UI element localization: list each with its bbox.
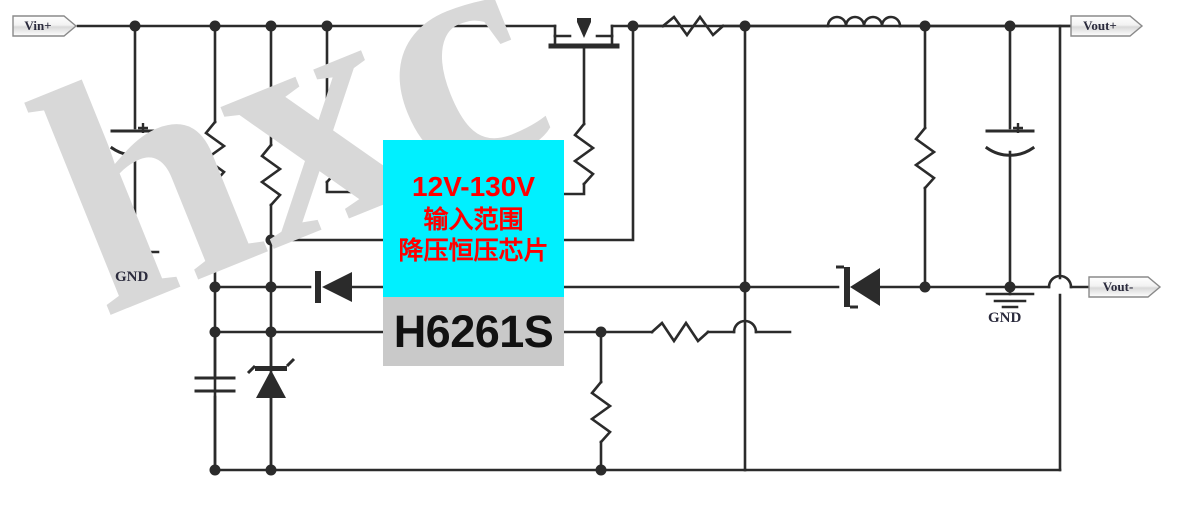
junction-dot <box>209 326 221 338</box>
resistor-rload-body <box>913 126 937 190</box>
ground-label-right: GND <box>988 310 1021 327</box>
mosfet-body-diode-arrow <box>577 22 591 38</box>
mosfet-body-diode-bar <box>577 18 591 22</box>
junction-dot <box>265 464 277 476</box>
diode-d2-cathode-bar <box>844 267 850 307</box>
wire-hop-right <box>1047 274 1073 289</box>
junction-dot <box>919 20 931 32</box>
callout-box: 12V-130V 输入范围 降压恒压芯片 <box>383 140 564 297</box>
port-vin-plus-shape <box>12 15 78 37</box>
junction-dot <box>265 281 277 293</box>
junction-dot <box>739 20 751 32</box>
resistor-rfb-body <box>650 320 710 344</box>
zener-dz1-bends <box>246 357 296 375</box>
resistor-series-body <box>661 14 725 38</box>
port-vout-minus-label: Vout- <box>1102 279 1134 294</box>
junction-dot <box>919 281 931 293</box>
junction-dot <box>265 234 277 246</box>
callout-line-input-range: 输入范围 <box>423 206 524 235</box>
port-vout-plus[interactable]: Vout+ <box>1070 15 1144 37</box>
resistor-r1-body <box>203 120 227 184</box>
junction-dot <box>1004 281 1016 293</box>
junction-dot <box>265 20 277 32</box>
junction-dot <box>1004 20 1016 32</box>
diode-group <box>246 18 880 398</box>
callout-line-voltage-range: 12V-130V <box>412 170 535 202</box>
junction-dot <box>265 326 277 338</box>
zener-dz1-triangle <box>256 370 286 398</box>
ground-label-right-text: GND <box>988 310 1022 326</box>
plus-sign-c1 <box>138 123 148 133</box>
resistor-r3-body <box>315 120 339 184</box>
junction-dots <box>129 20 1016 476</box>
ground-label-left: GND <box>115 269 148 286</box>
diode-d1-triangle <box>322 272 352 302</box>
junction-dot <box>595 326 607 338</box>
diode-d2-schottky-hooks <box>836 265 858 309</box>
diode-d2-triangle <box>850 268 880 306</box>
port-vout-plus-shape <box>1070 15 1144 37</box>
ground-label-left-text: GND <box>115 269 149 285</box>
capacitor-c1-plate-bottom <box>109 145 161 157</box>
plus-sign-cout <box>1013 123 1023 133</box>
junction-dot <box>129 20 141 32</box>
junction-dot <box>321 20 333 32</box>
junction-dot <box>595 464 607 476</box>
wire-r3-to-chip <box>325 180 385 194</box>
port-vin-plus[interactable]: Vin+ <box>12 15 78 37</box>
port-vout-plus-label: Vout+ <box>1083 18 1117 33</box>
zener-dz1-cathode-bar <box>255 366 287 371</box>
part-designator-box: H6261S <box>383 297 564 366</box>
capacitor-cout-plate-bottom <box>984 145 1036 157</box>
junction-dot <box>627 20 639 32</box>
part-designator-text: H6261S <box>393 305 554 357</box>
diode-d1-cathode-bar <box>315 271 321 303</box>
port-vout-minus[interactable]: Vout- <box>1088 276 1162 298</box>
callout-line-chip-type: 降压恒压芯片 <box>398 237 549 266</box>
port-vin-plus-label: Vin+ <box>24 18 52 33</box>
port-vout-minus-shape <box>1088 276 1162 298</box>
junction-dot <box>739 281 751 293</box>
junction-dot <box>209 464 221 476</box>
wire-chip-to-sw <box>562 24 635 242</box>
capacitor-polarity-marks <box>138 123 1023 133</box>
inductor-l1-body <box>826 15 902 28</box>
resistor-r2-body <box>259 143 283 207</box>
resistor-rfb2-body <box>589 380 613 444</box>
junction-dot <box>209 281 221 293</box>
resistor-rsense-body <box>572 122 596 186</box>
junction-dot <box>209 20 221 32</box>
